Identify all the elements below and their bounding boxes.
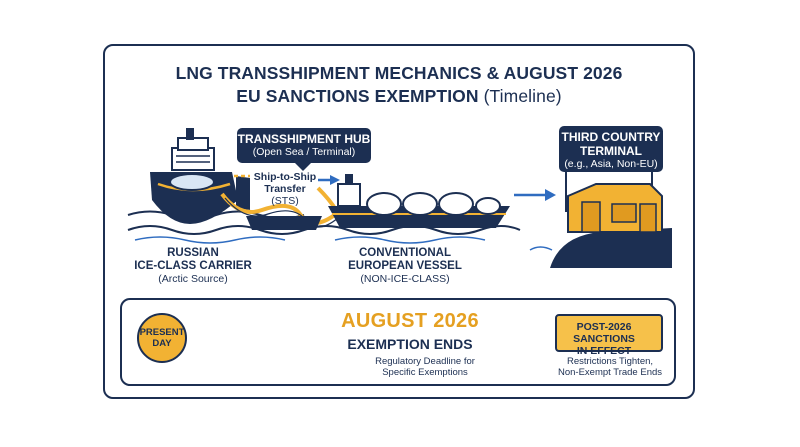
regulatory-line-2: Specific Exemptions	[382, 367, 468, 378]
restrictions-note: Restrictions Tighten, Non-Exempt Trade E…	[548, 356, 672, 378]
title-line-2: EU SANCTIONS EXEMPTION (Timeline)	[103, 86, 695, 107]
regulatory-line-1: Regulatory Deadline for	[375, 356, 475, 367]
present-day-marker: PRESENT DAY	[137, 313, 187, 363]
russian-line-1: RUSSIAN	[167, 247, 219, 259]
russian-subtitle: (Arctic Source)	[158, 273, 228, 285]
restrictions-line-1: Restrictions Tighten,	[566, 356, 654, 367]
post-line-3: IN EFFECT	[576, 345, 632, 357]
ship-icon	[150, 128, 250, 224]
russian-carrier-label: RUSSIAN ICE-CLASS CARRIER (Arctic Source…	[128, 247, 258, 286]
third-country-callout: THIRD COUNTRY TERMINAL (e.g., Asia, Non-…	[559, 126, 663, 172]
sts-line-3: (STS)	[271, 195, 299, 207]
russian-line-2: ICE-CLASS CARRIER	[134, 260, 252, 272]
third-country-heading-2: TERMINAL	[580, 144, 642, 158]
sts-line-2: Transfer	[264, 183, 306, 195]
terminal-icon	[529, 172, 672, 268]
post-line-1: POST-2026	[576, 321, 632, 333]
present-line-1: PRESENT	[139, 327, 185, 338]
post-line-2: SANCTIONS	[573, 333, 635, 345]
third-country-subtitle: (e.g., Asia, Non-EU)	[564, 158, 658, 170]
title-line-2-light: (Timeline)	[483, 86, 562, 106]
sts-line-1: Ship-to-Ship	[253, 171, 317, 183]
european-line-2: EUROPEAN VESSEL	[348, 260, 462, 272]
present-line-2: DAY	[152, 338, 172, 349]
title-line-2-bold: EU SANCTIONS EXEMPTION	[236, 86, 479, 106]
hub-heading: TRANSSHIPMENT HUB	[237, 132, 371, 146]
title-line-1: LNG TRANSSHIPMENT MECHANICS & AUGUST 202…	[175, 63, 623, 83]
european-subtitle: (NON-ICE-CLASS)	[360, 273, 450, 285]
tanker-icon	[328, 174, 510, 228]
deadline-date: AUGUST 2026	[341, 310, 479, 332]
sts-arrow	[234, 174, 340, 185]
route-arrow	[514, 189, 556, 201]
restrictions-line-2: Non-Exempt Trade Ends	[557, 367, 663, 378]
deadline-subtitle: EXEMPTION ENDS	[347, 336, 473, 352]
post-2026-box: POST-2026 SANCTIONS IN EFFECT	[555, 314, 663, 357]
sts-label: Ship-to-Ship Transfer (STS)	[237, 171, 333, 207]
european-line-1: CONVENTIONAL	[359, 247, 451, 259]
regulatory-note: Regulatory Deadline for Specific Exempti…	[370, 356, 480, 378]
hub-subtitle: (Open Sea / Terminal)	[252, 146, 356, 158]
transshipment-hub-callout: TRANSSHIPMENT HUB (Open Sea / Terminal)	[237, 128, 371, 171]
tender-boat	[246, 216, 322, 230]
european-vessel-label: CONVENTIONAL EUROPEAN VESSEL (NON-ICE-CL…	[340, 247, 470, 286]
third-country-heading-1: THIRD COUNTRY	[561, 130, 661, 144]
